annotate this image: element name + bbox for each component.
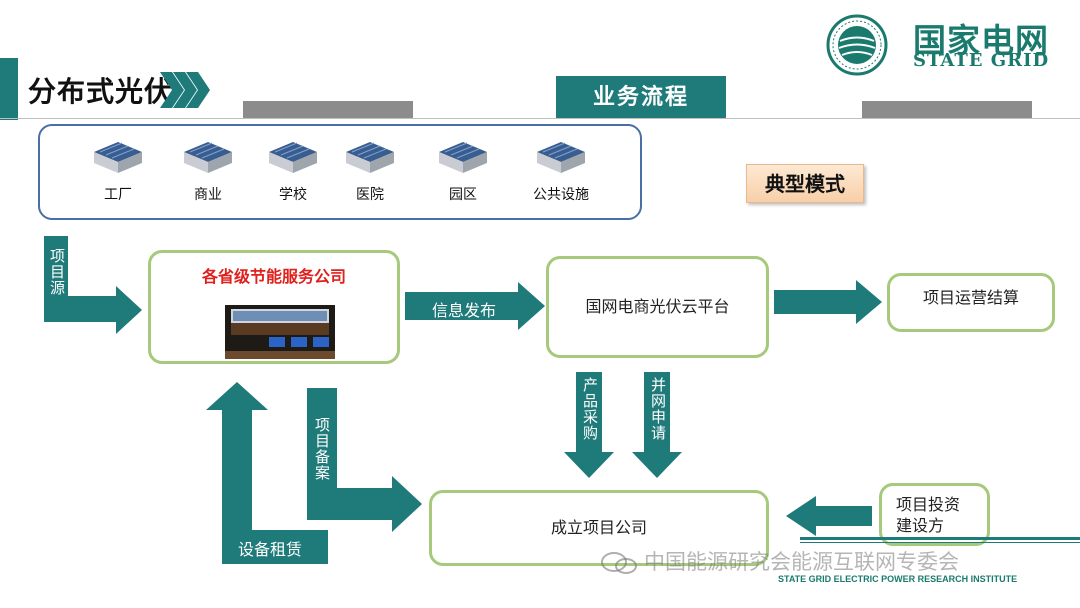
arrow-label-info-release: 信息发布 — [432, 301, 497, 320]
arrow-investment — [786, 496, 872, 536]
customer-label: 公共设施 — [533, 187, 589, 203]
energy-service-company-node: 各省级节能服务公司 — [148, 250, 400, 364]
institute-name: STATE GRID ELECTRIC POWER RESEARCH INSTI… — [778, 574, 1018, 584]
investment-line-2: 建设方 — [896, 516, 945, 535]
chevron-right-icon — [160, 72, 210, 108]
page-title: 分布式光伏 — [28, 75, 174, 108]
footer-rule — [800, 537, 1080, 540]
company-title: 各省级节能服务公司 — [201, 267, 346, 286]
state-grid-emblem-icon — [826, 14, 888, 76]
customer-label: 工厂 — [104, 187, 132, 203]
pv-building-icon — [269, 142, 317, 173]
section-tab: 业务流程 — [556, 76, 726, 119]
customer-item: 学校 — [253, 138, 333, 204]
project-company-node: 成立项目公司 — [429, 490, 769, 566]
arrow-to-settlement — [774, 280, 882, 324]
arrow-label-product-purchase: 产品采购 — [581, 377, 599, 441]
arrow-label-project-filing: 项目备案 — [313, 417, 331, 481]
settlement-node: 项目运营结算 — [887, 273, 1055, 332]
wechat-icon — [601, 552, 637, 574]
customer-item: 园区 — [423, 138, 503, 204]
pv-building-icon — [346, 142, 394, 173]
customer-label: 商业 — [194, 187, 222, 203]
customer-label: 园区 — [449, 187, 477, 203]
arrow-label-equipment-leasing: 设备租赁 — [238, 540, 303, 559]
pv-cloud-platform-node: 国网电商光伏云平台 — [546, 256, 769, 358]
pv-building-icon — [537, 142, 585, 173]
logo-text-cn: 国家电网 — [913, 21, 1049, 60]
arrow-project-filing — [307, 388, 422, 532]
footer-rule-thin — [800, 542, 1080, 543]
arrow-grid-application — [632, 372, 682, 478]
customer-item: 工厂 — [78, 138, 158, 204]
customer-types-box: 工厂 商业 学校 医院 园区 公共设施 — [38, 124, 642, 220]
customer-label: 医院 — [356, 187, 384, 203]
arrow-project-source — [44, 236, 142, 334]
pv-building-icon — [94, 142, 142, 173]
typical-mode-badge: 典型模式 — [746, 164, 864, 203]
customer-item: 商业 — [168, 138, 248, 204]
investment-line-1: 项目投资 — [896, 495, 961, 514]
arrow-label-project-source: 项目源 — [48, 248, 66, 296]
arrow-info-release — [405, 282, 545, 330]
logo-text-en: STATE GRID — [913, 50, 1050, 71]
arrow-label-grid-application: 并网申请 — [649, 377, 667, 441]
customer-item: 公共设施 — [521, 138, 601, 204]
investment-party-node: 项目投资 建设方 — [879, 483, 990, 546]
pv-building-icon — [184, 142, 232, 173]
decorative-bar-right — [862, 101, 1032, 118]
control-room-image — [225, 305, 335, 359]
header-divider — [0, 118, 1080, 119]
customer-label: 学校 — [279, 187, 307, 203]
arrow-equipment-leasing — [206, 382, 328, 564]
decorative-bar-left — [243, 101, 413, 118]
title-accent-bar — [0, 58, 18, 120]
pv-building-icon — [439, 142, 487, 173]
customer-item: 医院 — [330, 138, 410, 204]
arrow-product-purchase — [564, 372, 614, 478]
watermark-text: 中国能源研究会能源互联网专委会 — [644, 550, 959, 574]
